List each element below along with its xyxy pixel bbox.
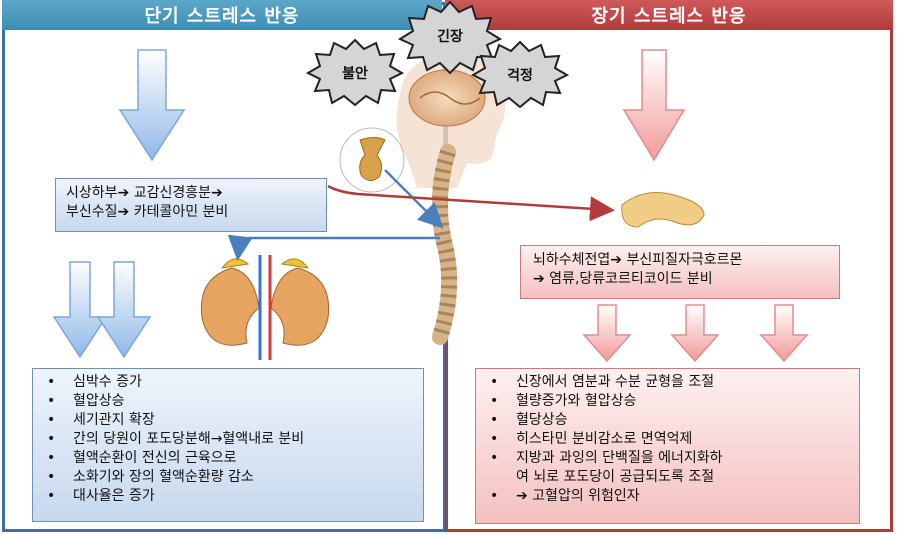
effect-item: 신장에서 염분과 수분 균형을 조절 — [490, 373, 859, 392]
short-term-mechanism-box: 시상하부➔ 교감신경흥분➔ 부신수질➔ 카테콜아민 분비 — [55, 178, 327, 232]
mechanism-line: ➔ 염류,당류코르티코이드 분비 — [533, 271, 713, 287]
mechanism-line: 시상하부➔ 교감신경흥분➔ — [66, 185, 223, 201]
effect-item-continuation: 여 뇌로 포도당이 공급되도록 조절 — [516, 469, 715, 485]
short-term-header: 단기 스트레스 반응 — [2, 0, 442, 30]
effect-item: ➔ 고혈압의 위험인자 — [490, 487, 859, 506]
effect-item: 혈액순환이 전신의 근육으로 — [47, 449, 423, 468]
effect-item: 히스타민 분비감소로 면역억제 — [490, 430, 859, 449]
effect-item: 지방과 과잉의 단백질을 에너지화하 — [490, 449, 859, 468]
short-term-effects-box: 심박수 증가 혈압상승 세기관지 확장 간의 당원이 포도당분해→혈액내로 분비… — [32, 368, 424, 522]
effect-item: 심박수 증가 — [47, 373, 423, 392]
effect-item: 세기관지 확장 — [47, 411, 423, 430]
mechanism-line: 뇌하수체전엽➔ 부신피질자극호르몬 — [533, 252, 743, 268]
effect-item: 혈당상승 — [490, 411, 859, 430]
long-term-header: 장기 스트레스 반응 — [445, 0, 893, 30]
effect-item: 혈량증가와 혈압상승 — [490, 392, 859, 411]
long-term-mechanism-box: 뇌하수체전엽➔ 부신피질자극호르몬 ➔ 염류,당류코르티코이드 분비 — [520, 245, 840, 299]
effect-item: 간의 당원이 포도당분해→혈액내로 분비 — [47, 430, 423, 449]
effect-item: 소화기와 장의 혈액순환량 감소 — [47, 468, 423, 487]
effect-item: 혈압상승 — [47, 392, 423, 411]
mechanism-line: 부신수질➔ 카테콜아민 분비 — [66, 204, 229, 220]
long-term-effects-box: 신장에서 염분과 수분 균형을 조절 혈량증가와 혈압상승 혈당상승 히스타민 … — [475, 368, 860, 524]
effect-item: 대사율은 증가 — [47, 487, 423, 506]
